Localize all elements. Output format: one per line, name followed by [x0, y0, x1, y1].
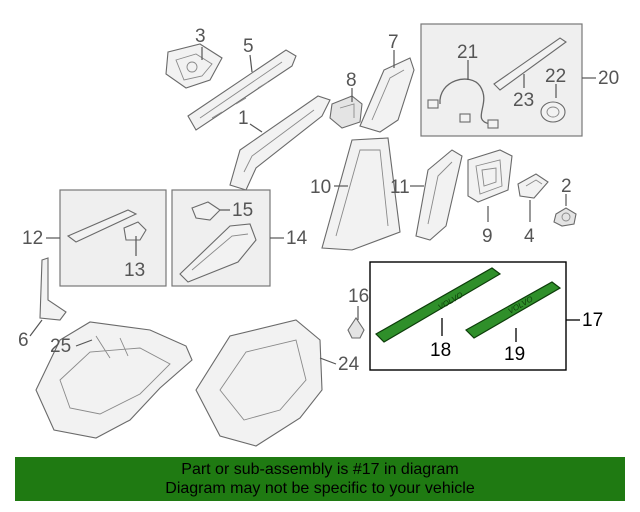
part-25-carpet-front — [35, 321, 193, 439]
part-3-bracket — [165, 43, 223, 89]
callout-labels: 3 5 1 8 7 10 11 9 4 2 21 23 22 20 12 13 … — [18, 26, 619, 375]
part-2-screw — [553, 207, 577, 227]
banner-line-1: Part or sub-assembly is #17 in diagram — [181, 461, 459, 478]
part-13-clip — [123, 221, 147, 241]
part-22-grommet — [540, 101, 566, 123]
part-15-clip — [191, 201, 221, 221]
group-box-20 — [420, 23, 583, 137]
callout-13: 13 — [124, 260, 145, 281]
part-8-clip — [329, 95, 363, 129]
callout-1: 1 — [238, 108, 249, 129]
callout-3: 3 — [195, 26, 206, 47]
leader-lines — [29, 47, 596, 365]
callout-12: 12 — [22, 228, 43, 249]
part-16-push-clip — [347, 317, 365, 339]
callout-22: 22 — [545, 66, 566, 87]
part-24-carpet-rear — [195, 319, 323, 447]
part-6-strap — [39, 257, 67, 321]
callout-19: 19 — [504, 344, 525, 365]
part-1-pillar-trim — [229, 95, 331, 191]
callout-11: 11 — [390, 177, 410, 198]
callout-10: 10 — [310, 177, 331, 198]
group-box-14 — [171, 189, 271, 287]
part-21-harness — [439, 78, 491, 125]
callout-18: 18 — [430, 340, 451, 361]
part-9-handle-panel — [467, 149, 513, 203]
callout-5: 5 — [243, 36, 254, 57]
callout-21: 21 — [457, 42, 478, 63]
callout-24: 24 — [338, 354, 360, 375]
group-box-17[interactable]: VOLVO VOLVO — [369, 261, 567, 371]
banner-line-2: Diagram may not be specific to your vehi… — [165, 480, 475, 497]
callout-20: 20 — [598, 68, 619, 89]
part-5-trim-strip — [187, 49, 297, 131]
part-4-cover — [517, 173, 549, 199]
callout-8: 8 — [346, 70, 357, 91]
callout-25: 25 — [50, 336, 71, 357]
callout-17: 17 — [582, 310, 603, 331]
callout-16: 16 — [348, 286, 369, 307]
callout-6: 6 — [18, 330, 29, 351]
callout-23: 23 — [513, 90, 534, 111]
callout-2: 2 — [561, 176, 572, 197]
part-7-upper-pillar — [359, 57, 415, 133]
callout-15: 15 — [232, 200, 253, 221]
part-23-cable-tie — [493, 37, 567, 91]
callout-14: 14 — [286, 228, 308, 249]
group-box-12 — [59, 189, 167, 287]
info-banner: Part or sub-assembly is #17 in diagram D… — [15, 457, 625, 501]
callout-4: 4 — [524, 226, 535, 247]
part-11-c-pillar — [415, 149, 463, 241]
callout-9: 9 — [482, 226, 493, 247]
part-10-lower-pillar — [321, 137, 401, 251]
callout-7: 7 — [388, 32, 399, 53]
